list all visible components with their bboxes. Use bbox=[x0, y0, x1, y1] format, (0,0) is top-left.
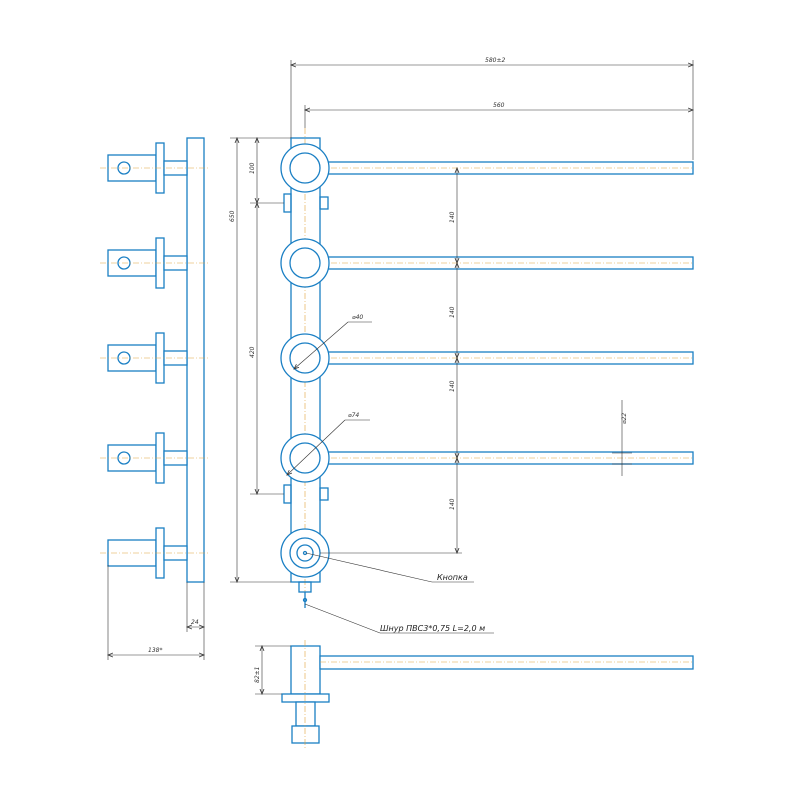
bottom-height-label: 82±1 bbox=[254, 667, 261, 683]
mount-bracket-top bbox=[283, 193, 292, 213]
bottom-stem bbox=[295, 701, 316, 727]
bar-length-label: 560 bbox=[493, 102, 505, 109]
button-callout: Кнопка bbox=[437, 573, 468, 582]
side-view: 24 138* bbox=[100, 137, 210, 660]
bottom-plug bbox=[291, 725, 320, 744]
bottom-bar bbox=[319, 655, 694, 670]
total-height-label: 650 bbox=[229, 210, 236, 222]
pitch-label-2: 140 bbox=[449, 306, 456, 318]
bar-diameter-label: ⌀22 bbox=[621, 413, 628, 424]
hub-ring bbox=[289, 152, 321, 184]
flange-diameter-leader bbox=[287, 419, 346, 475]
hub-ring bbox=[289, 247, 321, 279]
bottom-flange bbox=[281, 693, 330, 703]
pitch-label-3: 140 bbox=[449, 380, 456, 392]
bottom-view: 82±1 bbox=[254, 640, 694, 748]
hub-ring bbox=[289, 442, 321, 474]
cord-callout: Шнур ПВС3*0,75 L=2,0 м bbox=[380, 624, 485, 633]
flange-ring bbox=[280, 333, 330, 383]
cord-clip bbox=[302, 597, 308, 603]
pitch-label-1: 140 bbox=[449, 211, 456, 223]
side-lugs bbox=[100, 142, 210, 579]
mount-bracket-top-right bbox=[319, 196, 329, 210]
side-width-label: 138* bbox=[148, 647, 162, 654]
side-plate bbox=[186, 137, 205, 583]
hub-diameter-label: ⌀40 bbox=[352, 314, 363, 321]
button-leader bbox=[305, 552, 433, 583]
overall-width-label: 580±2 bbox=[485, 57, 505, 64]
side-depth-label: 24 bbox=[191, 619, 199, 626]
towel-bars bbox=[280, 143, 694, 578]
flange-diameter-label: ⌀74 bbox=[348, 412, 359, 419]
flange-ring bbox=[280, 143, 330, 193]
cord-leader bbox=[304, 603, 381, 634]
pitch-label-4: 140 bbox=[449, 498, 456, 510]
mount-bracket-bottom bbox=[283, 484, 292, 504]
mount-bracket-bottom-right bbox=[319, 487, 329, 501]
hub-diameter-leader bbox=[294, 321, 349, 369]
hub-ring bbox=[289, 342, 321, 374]
bottom-collector bbox=[290, 645, 321, 695]
top-offset-label: 100 bbox=[249, 162, 256, 174]
front-view: 580±2 560 650 100 420 140 140 140 140 ⌀2… bbox=[229, 57, 694, 634]
flange-ring bbox=[280, 238, 330, 288]
mount-spacing-label: 420 bbox=[249, 346, 256, 358]
button-ring bbox=[296, 544, 314, 562]
